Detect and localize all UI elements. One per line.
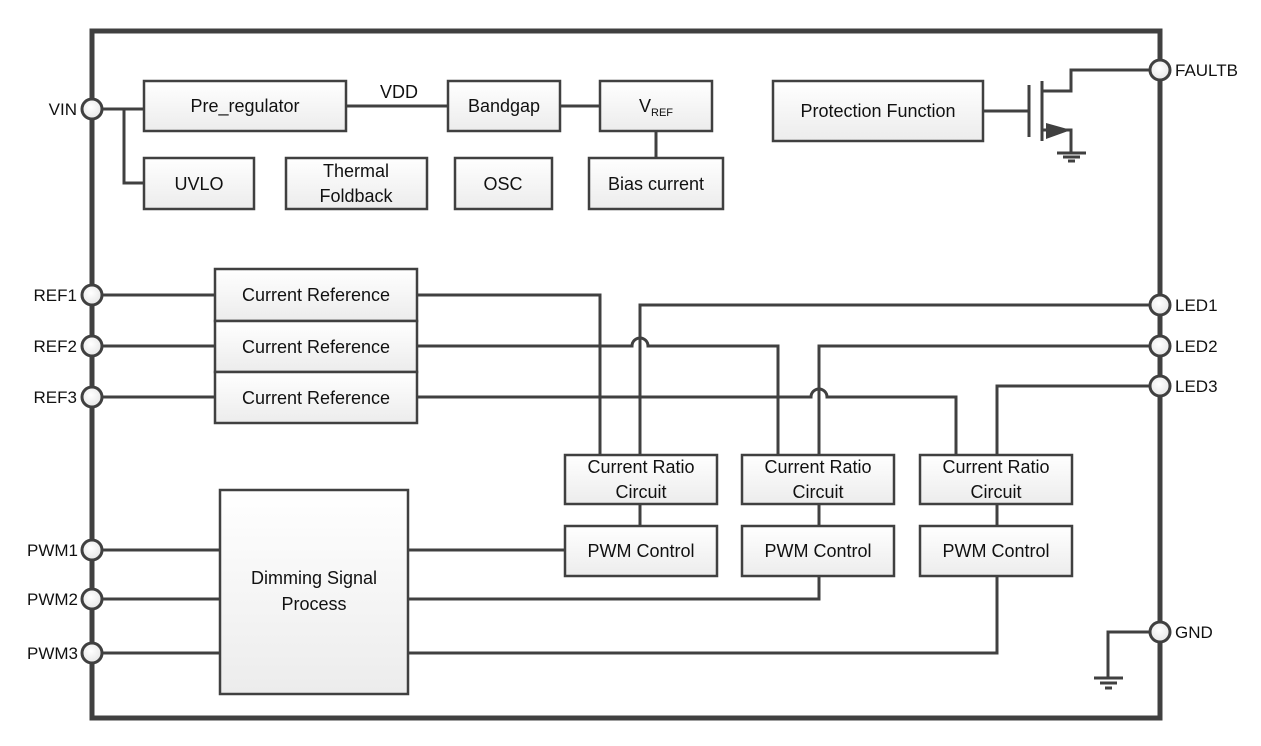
pin-label: VIN [49,100,77,119]
ground-icon-gnd [1094,676,1123,690]
pin-label: LED2 [1175,337,1218,356]
block-label: OSC [483,174,522,194]
block-label: PWM Control [587,541,694,561]
wire-led3-ratio3 [995,384,1150,456]
wire-led2-ratio2 [817,344,1150,456]
net-label-vdd: VDD [380,82,418,102]
pin-label: LED3 [1175,377,1218,396]
block-label-line1: Current Ratio [942,457,1049,477]
block-label: VREF [639,96,673,119]
block-label-line1: Dimming Signal [251,568,377,588]
block-protection-function: Protection Function [771,79,985,143]
wire-vin-uvlo [122,109,145,185]
ground-icon-fault [1057,151,1086,163]
wire-drain-faultb [1042,68,1150,93]
wire-gnd [1106,630,1150,678]
pin-label: GND [1175,623,1213,642]
block-label: Current Reference [242,285,390,305]
block-current-reference-3: Current Reference [213,370,419,425]
pin-pwm1: PWM1 [27,538,104,562]
wire-cref3-ratio3 [417,387,958,456]
pin-faultb: FAULTB [1148,58,1238,82]
pin-label: PWM3 [27,644,78,663]
block-current-reference-2: Current Reference [213,319,419,374]
wire-led1-ratio1 [638,303,1150,456]
block-label: PWM Control [764,541,871,561]
pin-gnd: GND [1148,620,1213,644]
pin-led2: LED2 [1148,334,1218,358]
pin-label: FAULTB [1175,61,1238,80]
block-label: Current Reference [242,337,390,357]
pin-led1: LED1 [1148,293,1218,317]
block-pwm-control-2: PWM Control [740,524,896,578]
pin-label: PWM2 [27,590,78,609]
block-label: Current Reference [242,388,390,408]
pin-pwm2: PWM2 [27,587,104,611]
wire-dim-pwmctrl3 [408,576,999,655]
block-label-line2: Circuit [792,482,843,502]
block-bandgap: Bandgap [446,79,562,133]
pin-label: LED1 [1175,296,1218,315]
vref-subscript: REF [651,107,673,119]
block-bias-current: Bias current [587,156,725,211]
pin-label: PWM1 [27,541,78,560]
block-osc: OSC [453,156,554,211]
block-label: Bias current [608,174,704,194]
vref-main: V [639,96,651,116]
wires [102,68,1150,678]
pin-ref1: REF1 [34,283,104,307]
block-current-ratio-1: Current Ratio Circuit [563,453,719,506]
block-label: Pre_regulator [190,96,299,117]
block-label-line1: Current Ratio [587,457,694,477]
block-label-line1: Thermal [323,161,389,181]
wire-cref2-ratio2 [417,336,780,456]
block-dimming-signal-process: Dimming Signal Process [218,488,410,696]
block-label-line2: Circuit [615,482,666,502]
pin-label: REF1 [34,286,77,305]
pin-label: REF3 [34,388,77,407]
block-label: Protection Function [800,101,955,121]
block-current-reference-1: Current Reference [213,267,419,323]
block-pwm-control-3: PWM Control [918,524,1074,578]
block-label-line2: Foldback [319,186,393,206]
block-thermal-foldback: Thermal Foldback [284,156,429,211]
pin-vin: VIN [49,97,104,121]
block-label-line1: Current Ratio [764,457,871,477]
pin-led3: LED3 [1148,374,1218,398]
block-pre-regulator: Pre_regulator [142,79,348,133]
block-label-line2: Circuit [970,482,1021,502]
wire-dim-pwmctrl2 [408,576,821,601]
block-label-line2: Process [281,594,346,614]
wire-cref1-ratio1 [417,293,602,456]
pin-pwm3: PWM3 [27,641,104,665]
mosfet-icon [1027,81,1071,141]
block-current-ratio-2: Current Ratio Circuit [740,453,896,506]
block-pwm-control-1: PWM Control [563,524,719,578]
block-vref: VREF [598,79,714,133]
block-label: Bandgap [468,96,540,116]
pin-ref2: REF2 [34,334,104,358]
pin-label: REF2 [34,337,77,356]
pin-ref3: REF3 [34,385,104,409]
block-label: UVLO [174,174,223,194]
block-label: PWM Control [942,541,1049,561]
block-uvlo: UVLO [142,156,256,211]
block-current-ratio-3: Current Ratio Circuit [918,453,1074,506]
